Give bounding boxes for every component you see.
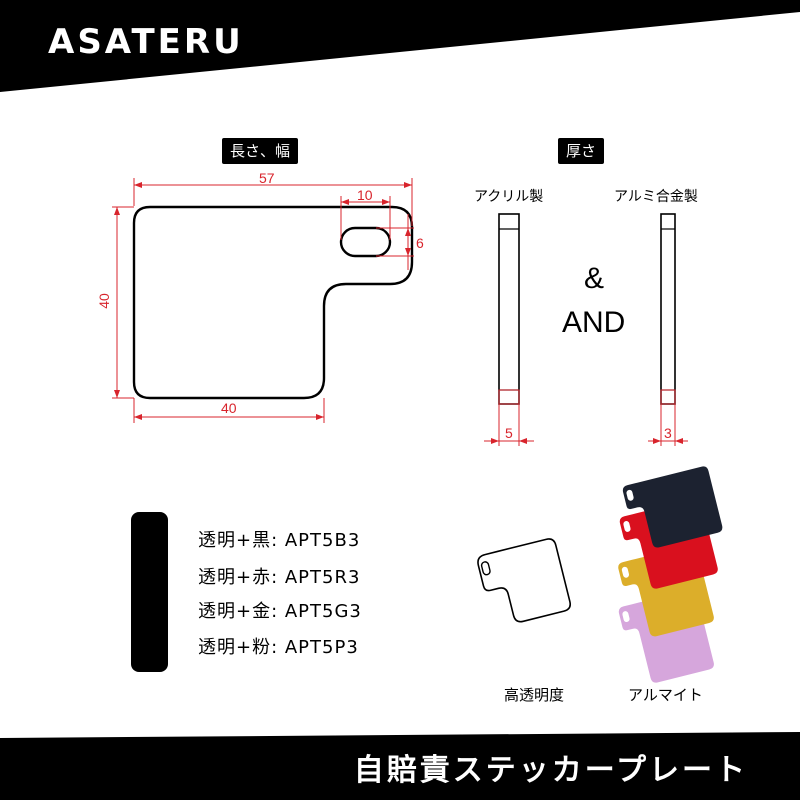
dim-notch-width: 10 bbox=[357, 187, 373, 203]
variant-red: 透明+赤: APT5R3 bbox=[198, 567, 361, 588]
variant-pink: 透明+粉: APT5P3 bbox=[198, 637, 359, 658]
variant-black: 透明+黒: APT5B3 bbox=[198, 530, 361, 551]
brand-logo-text: ASATERU bbox=[48, 22, 244, 62]
acrylic-side-view bbox=[498, 213, 520, 405]
dimensions-label: 長さ、幅 bbox=[222, 138, 299, 164]
dim-height-left: 40 bbox=[95, 293, 112, 309]
and-text: AND bbox=[562, 306, 626, 339]
footer-title: 自賠責ステッカープレート bbox=[353, 753, 748, 788]
variant-gold: 透明+金: APT5G3 bbox=[198, 601, 362, 622]
top-banner bbox=[0, 0, 800, 92]
acrylic-label: アクリル製 bbox=[474, 189, 544, 205]
transparent-plate-illustration bbox=[477, 538, 571, 623]
black-swatch-bar bbox=[131, 512, 168, 672]
dim-hole-height: 6 bbox=[416, 235, 424, 251]
dim-width-top: 57 bbox=[259, 170, 275, 186]
plate-outline bbox=[132, 205, 414, 400]
dim-width-bottom: 40 bbox=[221, 400, 237, 416]
dim-acrylic-thickness: 5 bbox=[505, 425, 513, 441]
bottom-banner bbox=[0, 732, 800, 800]
ampersand-text: & bbox=[584, 262, 605, 295]
slot-hole bbox=[339, 226, 392, 258]
thickness-label: 厚さ bbox=[558, 138, 605, 164]
black-plate bbox=[622, 466, 723, 548]
aluminum-label: アルミ合金製 bbox=[614, 189, 698, 205]
caption-transparent: 高透明度 bbox=[504, 686, 565, 704]
dim-aluminum-thickness: 3 bbox=[664, 425, 672, 441]
aluminum-side-view bbox=[660, 213, 676, 405]
caption-anodized: アルマイト bbox=[628, 686, 703, 704]
